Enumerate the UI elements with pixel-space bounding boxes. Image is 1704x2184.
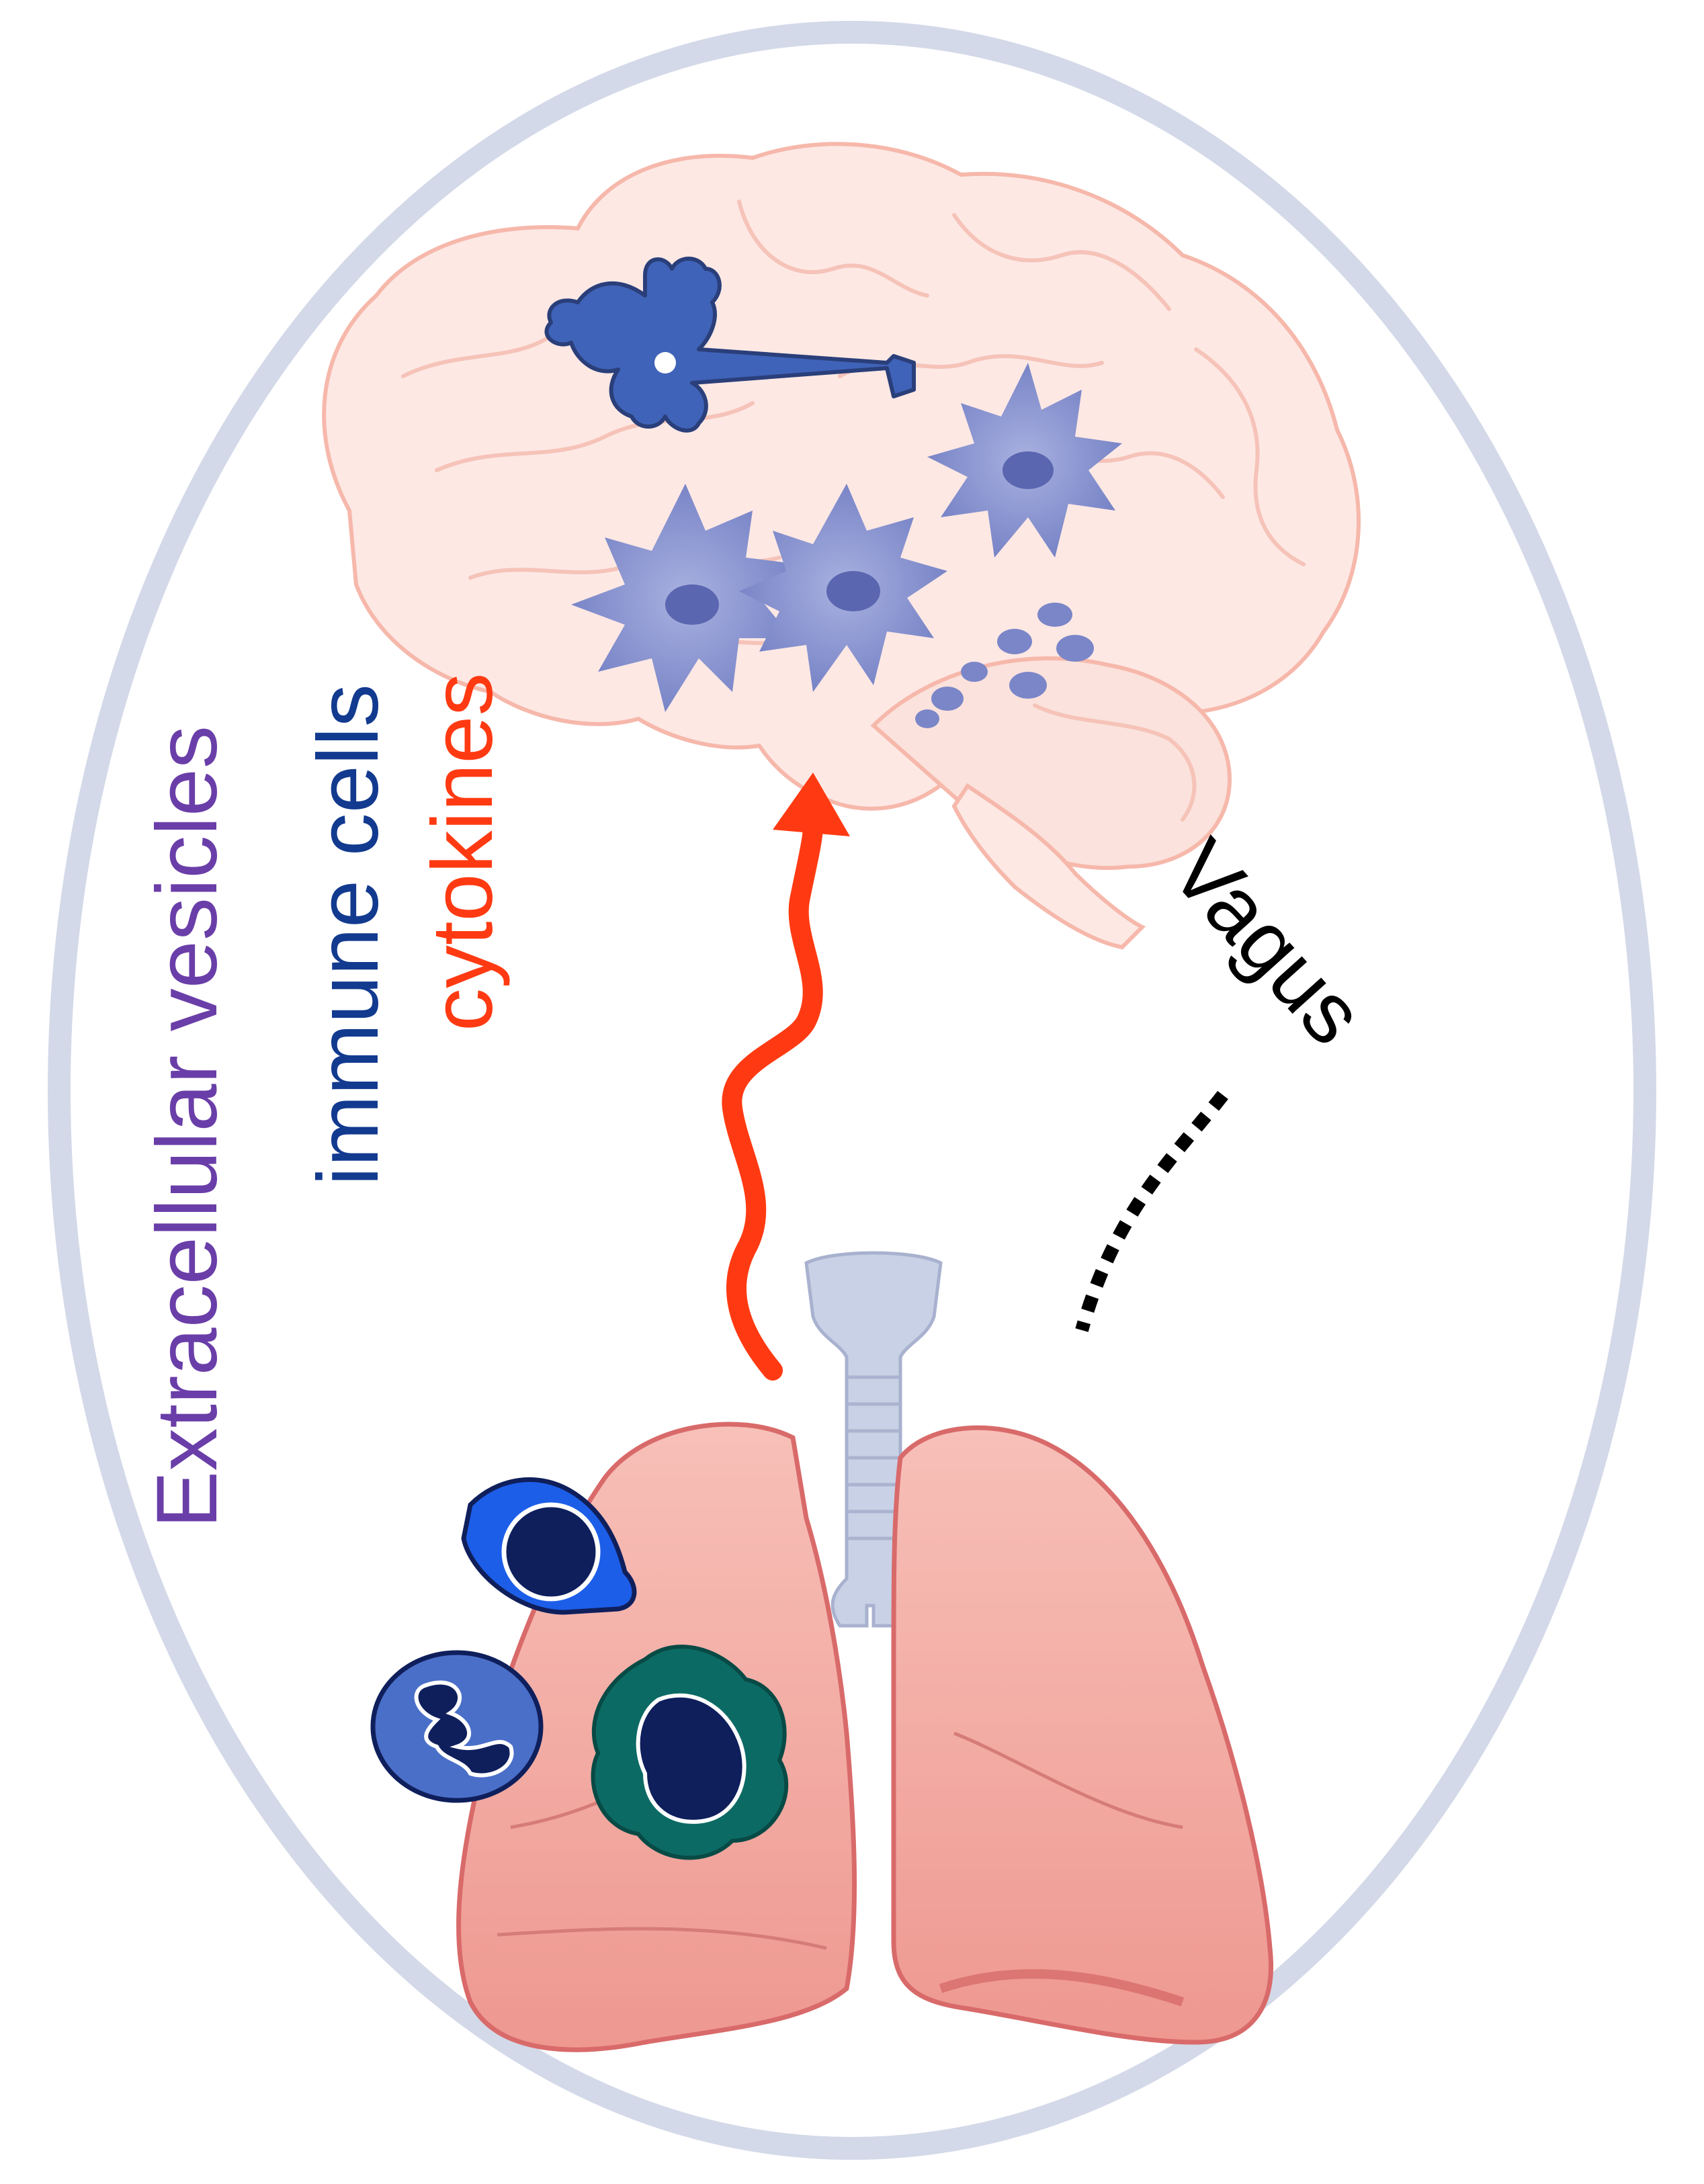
microglia-icon — [927, 363, 1122, 558]
dotted-nerve-icon — [1075, 1090, 1228, 1332]
cytokines-label: cytokines — [415, 672, 511, 1031]
immune-cells-label: immune cells — [300, 684, 396, 1186]
lymphocyte-icon — [461, 1477, 637, 1615]
neuron-icon — [544, 257, 916, 433]
arrow-up-icon — [722, 773, 850, 1381]
neutrophil-icon — [370, 1650, 544, 1803]
microglia-icon — [571, 484, 800, 712]
macrophage-icon — [591, 1645, 789, 1860]
vesicle-icon — [915, 603, 1094, 728]
microglia-icon — [739, 484, 947, 692]
extracellular-vesicles-label: Extracellular vesicles — [139, 725, 235, 1528]
outer-ellipse — [48, 21, 1656, 2160]
